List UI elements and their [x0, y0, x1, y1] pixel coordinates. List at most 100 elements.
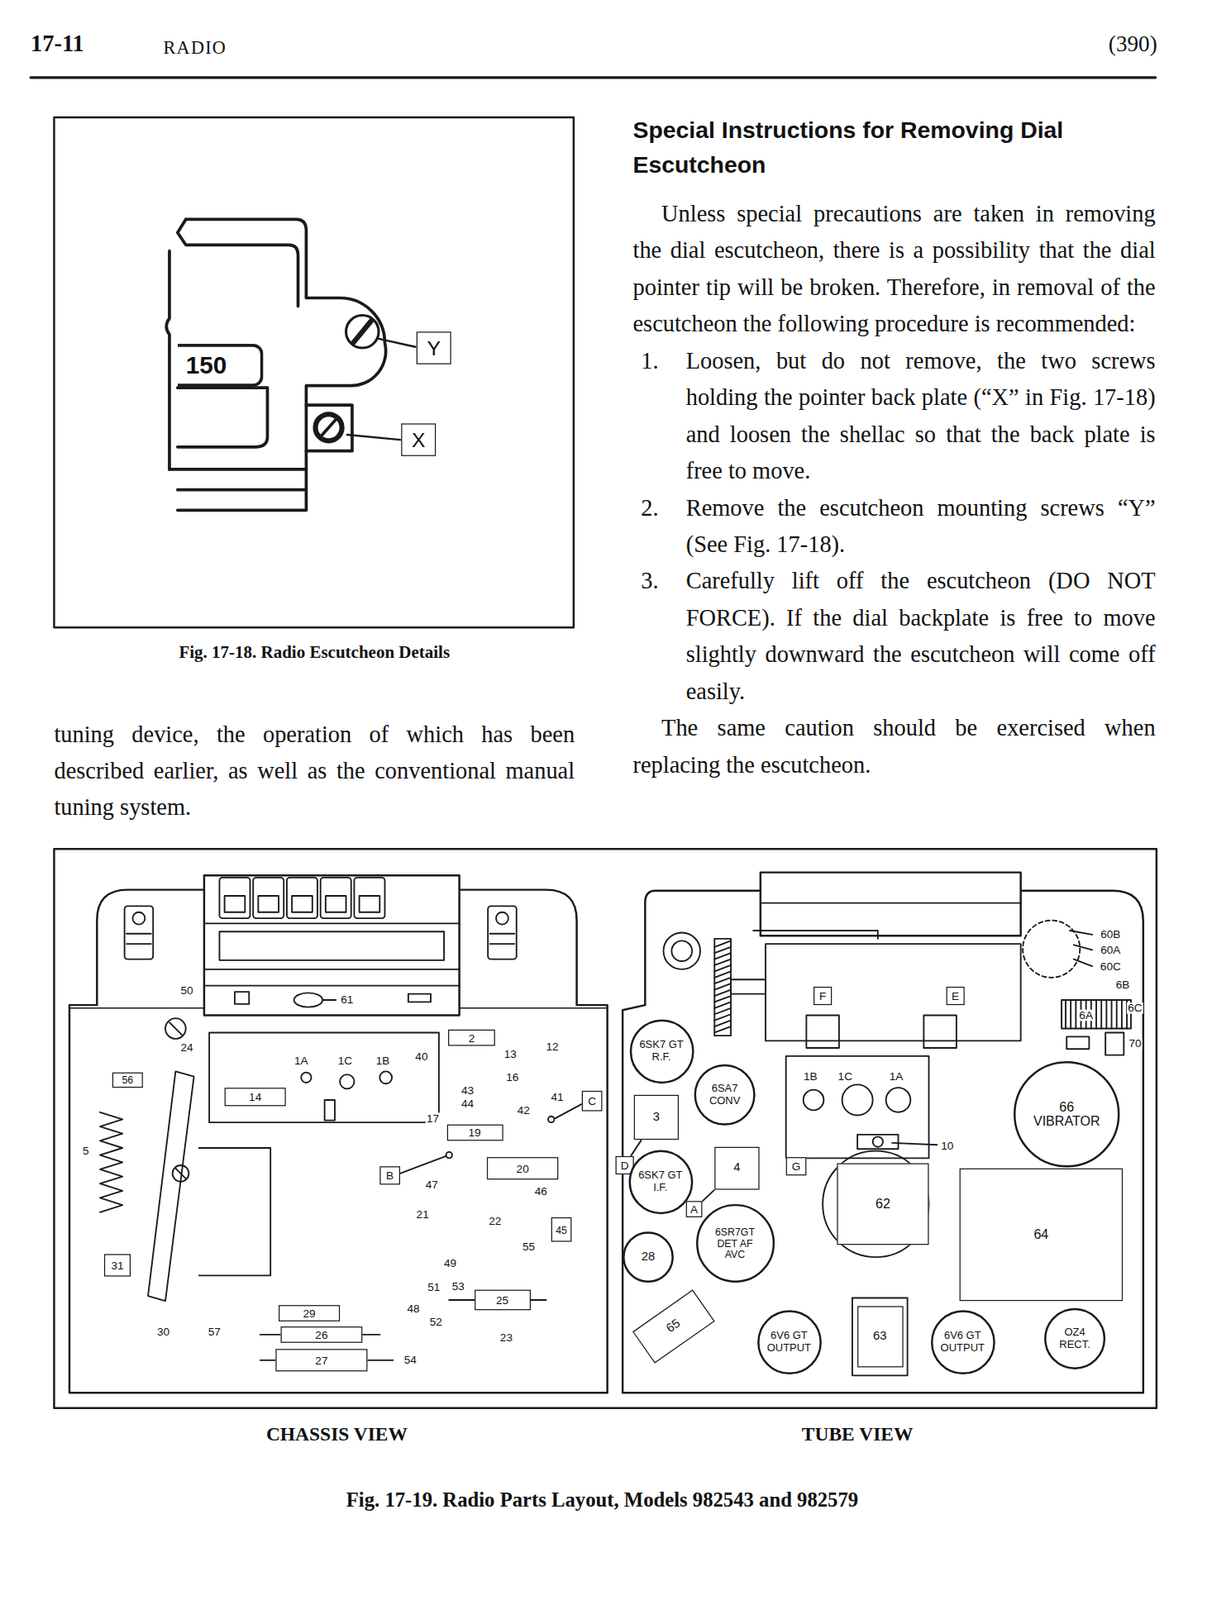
- part-label: 6V6 GT: [770, 1330, 808, 1342]
- callout-number: 1C: [336, 1055, 354, 1068]
- label-holder: 60B: [1099, 929, 1122, 941]
- label-holder: 1C: [336, 1055, 354, 1068]
- callout-number: 46: [534, 1186, 549, 1198]
- gear: [714, 940, 731, 1033]
- part-box: 63: [856, 1306, 903, 1368]
- label-holder: 60C: [1099, 960, 1122, 973]
- part-label: G: [792, 1160, 802, 1174]
- label-holder: 42: [516, 1105, 532, 1117]
- label-holder: Fig. 17-19. Radio Parts Layout, Models 9…: [346, 1488, 859, 1513]
- part-label: D: [620, 1159, 630, 1173]
- if-area: [339, 1074, 354, 1089]
- part-label: 45: [555, 1224, 568, 1236]
- part-label: 29: [303, 1307, 316, 1321]
- tuning-gang: [753, 930, 878, 940]
- label-holder: 24: [179, 1042, 195, 1055]
- trimmer-area: [842, 1084, 874, 1116]
- paragraph: tuning device, the operation of which ha…: [53, 716, 575, 827]
- part-label: 66: [1059, 1100, 1074, 1116]
- pushbutton-tuner: [408, 994, 431, 1003]
- list-row: 3.Carefully lift off the escutcheon (DO …: [632, 563, 1155, 711]
- label-holder: 40: [414, 1051, 430, 1064]
- callout-number: 44: [460, 1098, 476, 1111]
- callout-number: 30: [156, 1326, 172, 1338]
- speaker-transformer: [892, 1143, 937, 1146]
- label-holder: 6C: [1126, 1002, 1144, 1015]
- label-holder: 50: [179, 985, 195, 998]
- gear-6a: [1065, 1000, 1127, 1030]
- panel: [199, 1148, 271, 1276]
- part-box: 20: [486, 1157, 559, 1180]
- figure-frame: [53, 849, 1156, 1409]
- tuning-gang: [806, 1015, 840, 1049]
- part-label: A: [690, 1203, 698, 1217]
- part-box: G: [786, 1157, 807, 1176]
- pushbutton-tuner: [359, 896, 381, 913]
- screw-y: [346, 315, 416, 349]
- part-label: 4: [733, 1162, 740, 1176]
- callout-number: 49: [443, 1258, 459, 1270]
- callout-number: 5: [81, 1145, 91, 1158]
- part-label: Y: [426, 336, 440, 359]
- label-holder: 16: [505, 1072, 521, 1084]
- part-label: B: [386, 1169, 394, 1183]
- tube-circle: 66VIBRATOR: [1013, 1061, 1120, 1168]
- tube-circle: 6SK7 GTI.F.: [628, 1149, 693, 1215]
- part-label: 150: [186, 352, 227, 380]
- screw-y: [346, 315, 380, 349]
- lever: [147, 1071, 195, 1302]
- trimmer-area: [886, 1087, 912, 1113]
- label-holder: 17-11: [30, 30, 85, 58]
- callout-number: 61: [339, 994, 355, 1007]
- list-row: 1.Loosen, but do not remove, the two scr…: [632, 343, 1155, 491]
- escutcheon-bracket: [177, 219, 299, 306]
- part-box: F: [813, 987, 832, 1006]
- tuning-gang: [730, 979, 766, 994]
- pushbutton-tuner: [204, 875, 460, 1016]
- callout-number: 54: [403, 1355, 419, 1367]
- gear-6a: [1061, 1000, 1131, 1030]
- gear: [714, 939, 731, 1036]
- leader-line: [555, 1104, 583, 1119]
- part-box: B: [379, 1166, 401, 1185]
- label-holder: 70: [1127, 1038, 1143, 1050]
- callout-number: 24: [179, 1042, 195, 1055]
- list-number: 2.: [632, 490, 686, 564]
- label-holder: 60A: [1099, 944, 1122, 957]
- callout-number: 12: [544, 1041, 560, 1054]
- callout-number: 60B: [1099, 929, 1122, 941]
- label-holder: 55: [521, 1241, 537, 1254]
- label-holder: 48: [405, 1303, 421, 1316]
- label-holder: 23: [499, 1332, 515, 1345]
- callout-number: 53: [451, 1281, 467, 1294]
- terminal-post: [490, 933, 516, 936]
- pushbutton-tuner: [320, 877, 352, 919]
- part-box: X: [400, 423, 436, 457]
- part-label: 14: [248, 1091, 262, 1104]
- label-holder: 41: [549, 1091, 565, 1103]
- label-holder: 52: [428, 1316, 444, 1329]
- tuning-gang: [760, 902, 1022, 905]
- terminal-post: [496, 912, 509, 926]
- pushbutton-tuner: [322, 999, 336, 1002]
- capacitor-60: [1069, 930, 1093, 936]
- part-box: 45: [551, 1217, 573, 1243]
- paragraph: The same caution should be exercised whe…: [632, 710, 1155, 784]
- escutcheon-bracket: [169, 451, 306, 470]
- label-holder: 21: [415, 1208, 430, 1221]
- label-holder: CHASSIS VIEW: [266, 1423, 408, 1446]
- part-box: E: [946, 987, 965, 1006]
- leader-line: [400, 1156, 447, 1174]
- label-holder: 46: [534, 1186, 549, 1198]
- part-70: [1066, 1036, 1089, 1050]
- callout-number: 21: [415, 1208, 430, 1221]
- part-label: 62: [875, 1197, 891, 1212]
- callout-number: 50: [179, 985, 195, 998]
- tube-circle: 6SK7 GTR.F.: [629, 1019, 694, 1084]
- callout-number: 6A: [1078, 1010, 1094, 1022]
- screw-x: [347, 434, 401, 440]
- pushbutton-tuner: [353, 877, 385, 919]
- terminal-post: [490, 943, 516, 945]
- callout-number: 47: [424, 1179, 439, 1192]
